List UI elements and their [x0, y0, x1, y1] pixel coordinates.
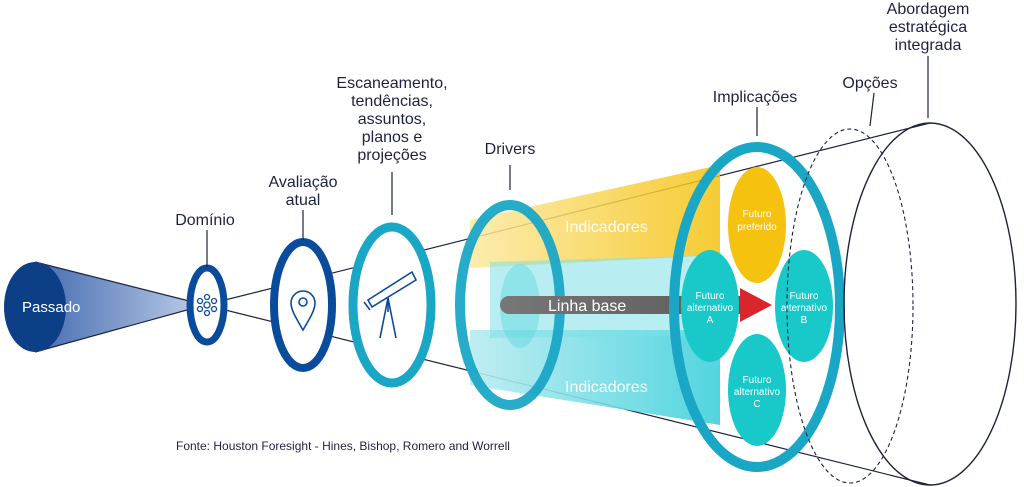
location-pin-icon — [290, 290, 316, 332]
futuro-b-line3: B — [801, 315, 808, 326]
label-escaneamento-4: planos e — [362, 129, 423, 146]
label-implicacoes: Implicações — [713, 89, 797, 106]
label-abordagem-2: estratégica — [889, 19, 967, 36]
futuro-alternativo-a: Futuro alternativo A — [681, 250, 739, 362]
futuro-alternativo-b: Futuro alternativo B — [775, 250, 833, 362]
futuro-b-line1: Futuro — [790, 291, 819, 302]
past-ellipse — [4, 262, 66, 352]
leader-lines — [206, 56, 929, 267]
label-abordagem-3: integrada — [895, 37, 962, 54]
label-dominio: Domínio — [175, 212, 235, 229]
label-avaliacao-1: Avaliação — [268, 174, 337, 191]
label-avaliacao-2: atual — [286, 192, 321, 209]
futuro-c-line2: alternativo — [734, 387, 781, 398]
futuro-a-line3: A — [707, 315, 714, 326]
label-drivers: Drivers — [485, 141, 536, 158]
abordagem-ellipse — [843, 122, 1017, 486]
label-abordagem-1: Abordagem — [887, 1, 970, 18]
futuro-preferido: Futuro preferido — [728, 167, 786, 283]
telescope-icon — [363, 270, 418, 339]
label-escaneamento-1: Escaneamento, — [336, 75, 447, 92]
futuro-preferido-line1: Futuro — [743, 209, 772, 220]
implicacoes-ring — [669, 142, 845, 472]
label-opcoes: Opções — [842, 75, 897, 92]
source-caption: Fonte: Houston Foresight - Hines, Bishop… — [176, 439, 510, 453]
arrow-head-icon — [740, 288, 772, 322]
dominio-ring — [186, 264, 228, 346]
label-escaneamento-5: projeções — [357, 147, 426, 164]
label-linha-base: Linha base — [548, 298, 626, 315]
futuro-preferido-line2: preferido — [737, 222, 777, 233]
futuro-alternativo-c: Futuro alternativo C — [728, 334, 786, 446]
futuro-a-line1: Futuro — [696, 291, 725, 302]
label-indicadores-bottom: Indicadores — [565, 379, 648, 396]
past-cone: Passado — [4, 261, 206, 353]
label-escaneamento-2: tendências, — [351, 93, 433, 110]
label-escaneamento-3: assuntos, — [358, 111, 426, 128]
opcoes-ellipse — [786, 128, 914, 484]
escaneamento-ring — [348, 222, 436, 388]
futuro-c-line3: C — [753, 399, 760, 410]
network-icon — [196, 293, 218, 317]
label-indicadores-top: Indicadores — [565, 219, 648, 236]
futuro-a-line2: alternativo — [687, 303, 734, 314]
label-passado: Passado — [22, 299, 80, 316]
futuro-b-line2: alternativo — [781, 303, 828, 314]
futuro-c-line1: Futuro — [743, 375, 772, 386]
avaliacao-ring — [270, 238, 336, 372]
